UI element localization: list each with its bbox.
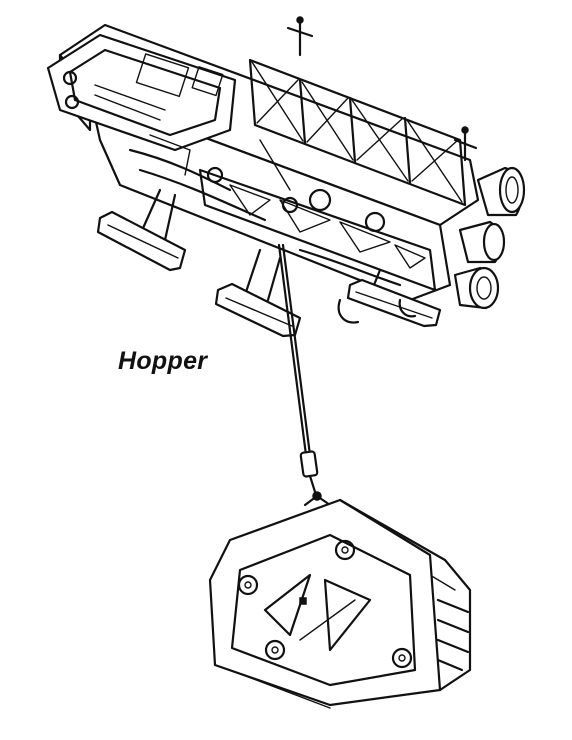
hopper-body <box>46 16 480 302</box>
landing-legs <box>96 188 442 338</box>
cargo-pod <box>208 498 472 709</box>
engine-nozzles <box>453 166 526 310</box>
hopper-caption: Hopper <box>118 347 208 375</box>
tether-cable <box>277 243 332 507</box>
